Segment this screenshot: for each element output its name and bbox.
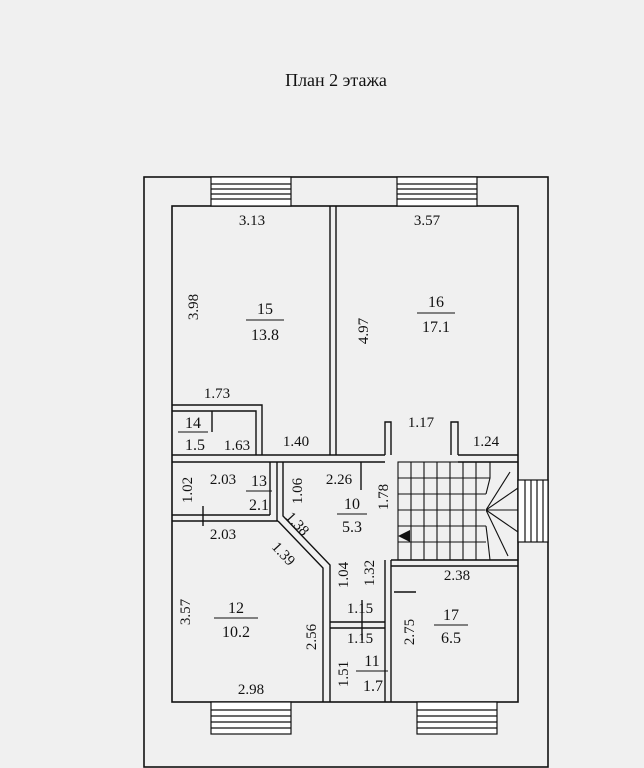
dimension-label: 1.32 (362, 560, 378, 586)
room-area: 1.5 (185, 437, 205, 454)
dimension-label: 2.38 (444, 568, 470, 584)
dimension-label: 1.15 (347, 631, 373, 647)
dimension-label: 1.51 (336, 661, 352, 687)
room-number: 15 (257, 301, 273, 318)
room-labels: 15 13.8 16 17.1 14 1.5 13 2.1 10 5.3 12 … (178, 294, 468, 695)
dimension-label: 1.40 (283, 434, 309, 450)
dimension-label: 1.24 (473, 434, 500, 450)
room-number: 17 (443, 607, 459, 624)
room-area: 1.7 (363, 678, 383, 695)
room-area: 5.3 (342, 519, 362, 536)
window-right-side (517, 479, 549, 543)
room-number: 16 (428, 294, 444, 311)
room-number: 11 (364, 653, 379, 670)
dimension-label: 2.75 (402, 619, 418, 645)
dimension-label: 1.63 (224, 438, 250, 454)
dimension-label: 3.13 (239, 213, 265, 229)
dimension-label: 1.06 (290, 477, 306, 504)
room-number: 12 (228, 600, 244, 617)
dimension-label: 2.03 (210, 527, 236, 543)
room-number: 14 (185, 415, 201, 432)
stair-direction-arrow (398, 530, 410, 542)
dimension-label: 1.04 (336, 561, 352, 588)
dimension-label: 1.38 (282, 509, 312, 539)
dimension-label: 1.73 (204, 386, 230, 402)
window-bottom-left (210, 701, 292, 735)
room-area: 10.2 (222, 624, 250, 641)
dimension-label: 2.98 (238, 682, 264, 698)
dimension-label: 1.02 (180, 477, 196, 503)
room-area: 6.5 (441, 630, 461, 647)
room-area: 13.8 (251, 327, 279, 344)
dimension-label: 1.39 (268, 539, 298, 569)
dimension-label: 1.78 (376, 484, 392, 510)
dimension-label: 2.03 (210, 472, 236, 488)
windows (210, 176, 549, 735)
dimension-label: 3.98 (186, 294, 202, 320)
room-area: 2.1 (249, 497, 269, 514)
room-number: 13 (251, 473, 267, 490)
outer-walls (143, 176, 549, 768)
window-top-right (396, 176, 478, 207)
room-number: 10 (344, 496, 360, 513)
dimension-label: 1.17 (408, 415, 435, 431)
dimension-label: 4.97 (356, 317, 372, 344)
window-bottom-right (416, 701, 498, 735)
dimension-label: 3.57 (178, 598, 194, 625)
window-top-left (210, 176, 292, 207)
staircase (397, 461, 519, 561)
interior-walls (172, 206, 518, 702)
room-area: 17.1 (422, 319, 450, 336)
dimension-label: 2.26 (326, 472, 353, 488)
plan-title: План 2 этажа (285, 70, 387, 90)
dimension-label: 1.15 (347, 601, 373, 617)
dimension-label: 3.57 (414, 213, 441, 229)
dimension-label: 2.56 (304, 623, 320, 650)
dimension-labels: 3.13 3.57 1.73 1.63 1.40 1.17 1.24 2.03 … (178, 213, 500, 698)
